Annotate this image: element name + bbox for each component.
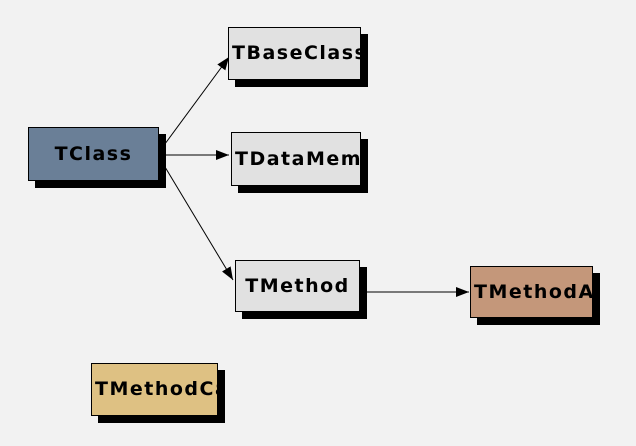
node-tdatamember-label: TDataMember <box>235 147 361 170</box>
node-tbaseclass[interactable]: TBaseClass <box>228 27 361 80</box>
node-tmethodarg-label: TMethodArg <box>474 280 592 303</box>
node-tmethod[interactable]: TMethod <box>235 260 360 312</box>
node-tmethodcall-label: TMethodCall <box>95 378 217 400</box>
node-tmethod-label: TMethod <box>245 274 350 297</box>
node-tclass[interactable]: TClass <box>28 127 159 181</box>
node-tclass-label: TClass <box>54 142 133 165</box>
node-tbaseclass-label: TBaseClass <box>232 42 361 64</box>
edge-tclass-tbaseclass <box>158 56 230 153</box>
node-tmethodcall[interactable]: TMethodCall <box>91 363 218 416</box>
node-tmethodarg[interactable]: TMethodArg <box>470 266 593 318</box>
edge-tclass-tmethod <box>158 156 234 281</box>
node-tdatamember[interactable]: TDataMember <box>231 132 361 186</box>
